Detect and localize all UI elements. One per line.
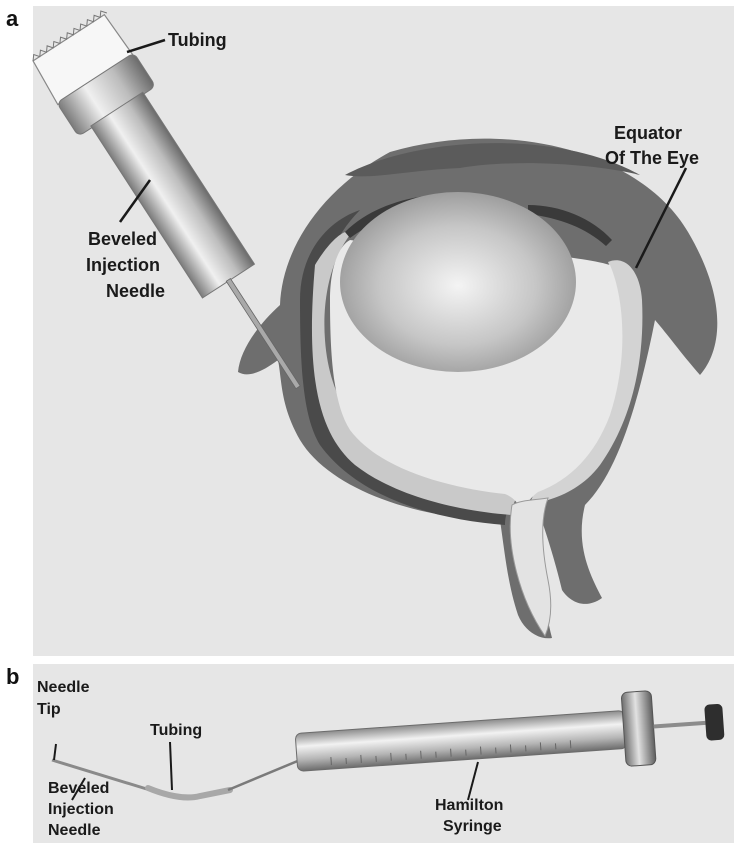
label-beveled: Beveled xyxy=(88,229,157,249)
label-needle-b: Needle xyxy=(48,822,101,839)
label-hamilton: Hamilton xyxy=(435,797,503,814)
label-tubing: Tubing xyxy=(168,30,227,50)
label-needle: Needle xyxy=(106,281,165,301)
label-needle-tip-2: Tip xyxy=(37,701,61,718)
label-injection: Injection xyxy=(86,255,160,275)
panel-b-letter: b xyxy=(6,664,19,689)
lens xyxy=(340,192,576,372)
label-beveled-b: Beveled xyxy=(48,780,109,797)
panel-b: b Ne xyxy=(6,664,734,843)
label-injection-b: Injection xyxy=(48,801,114,818)
label-tubing-b: Tubing xyxy=(150,722,202,739)
syringe-plunger-cap xyxy=(704,704,724,741)
label-needle-tip-1: Needle xyxy=(37,679,90,696)
syringe-flange xyxy=(621,691,656,767)
label-syringe: Syringe xyxy=(443,818,502,835)
label-equator: Equator xyxy=(614,123,682,143)
label-of-the-eye: Of The Eye xyxy=(605,148,699,168)
panel-a-letter: a xyxy=(6,6,19,31)
panel-a: a xyxy=(6,6,734,656)
